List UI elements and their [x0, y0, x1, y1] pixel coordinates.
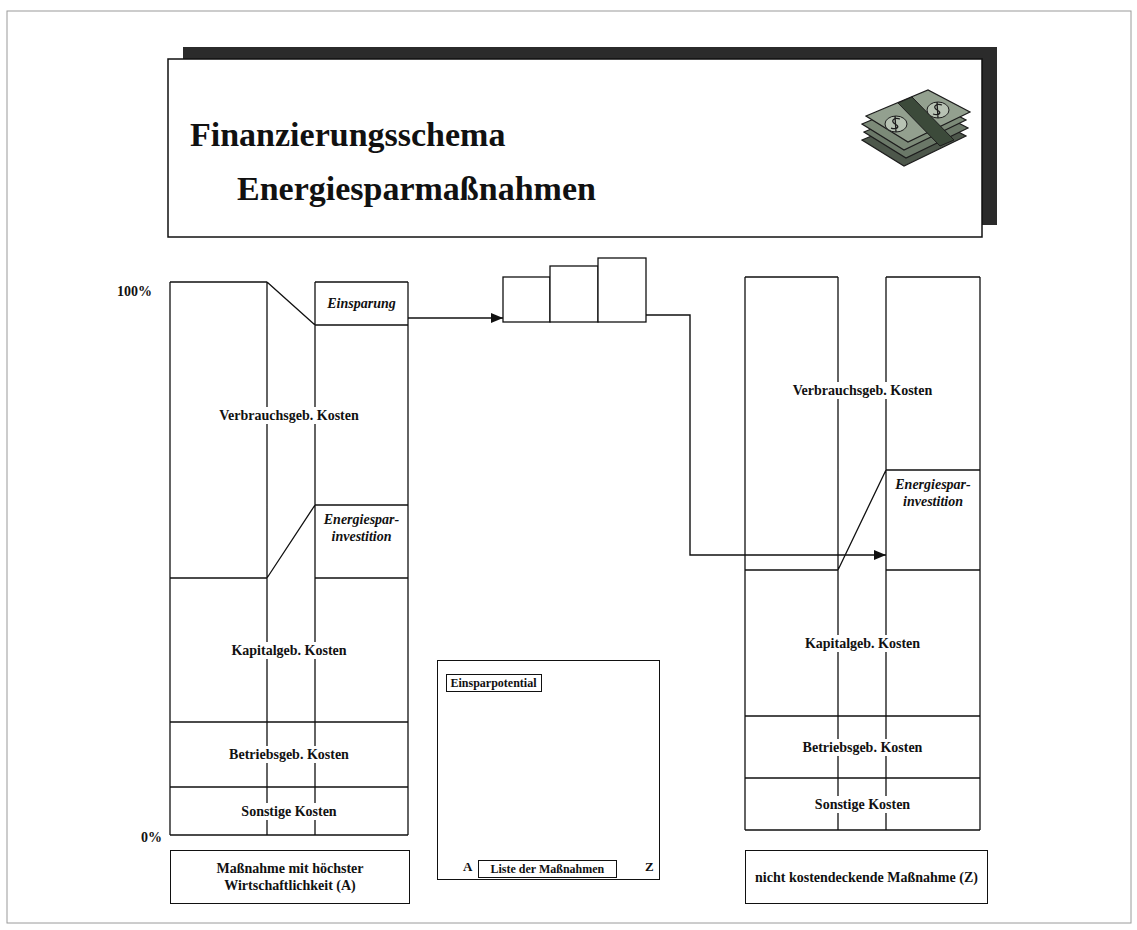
inset-box: A Z EinsparpotentialListe der Maßnahmen [437, 660, 660, 880]
flow-arrow [408, 315, 886, 555]
money-icon [862, 90, 970, 166]
investment-segment: Energiespar- investition [886, 470, 980, 570]
percent-label: 100% [96, 283, 152, 300]
cost-segment: Sonstige Kosten [745, 778, 980, 830]
coin-mark [885, 116, 907, 132]
title-frame [168, 59, 982, 237]
arrow-line [408, 317, 503, 318]
segment-label: Verbrauchsgeb. Kosten [216, 407, 362, 424]
title-text: Finanzierungsschema Energiesparmaßnahmen [190, 108, 697, 216]
axis-letter: A [463, 859, 472, 875]
axis-letter: Z [645, 859, 654, 875]
cost-segment: Kapitalgeb. Kosten [745, 570, 980, 716]
segment-label: nicht kostendeckende Maßnahme (Z) [755, 869, 978, 886]
cost-segment: Kapitalgeb. Kosten [170, 578, 408, 722]
cost-segment: Verbrauchsgeb. Kosten [170, 325, 408, 505]
percent-label: 0% [106, 829, 162, 846]
cost-bars-left [170, 282, 408, 835]
segment-label: Betriebsgeb. Kosten [226, 746, 352, 763]
segment-label: Einsparpotential [451, 676, 537, 690]
savings-block [503, 277, 550, 322]
dollar-mark [891, 116, 900, 132]
segment-label: Kapitalgeb. Kosten [802, 635, 923, 652]
caption-box: Maßnahme mit höchster Wirtschaftlichkeit… [170, 850, 410, 904]
savings-block [598, 258, 646, 322]
savings-block [550, 266, 598, 322]
axis-label-box: Einsparpotential [446, 674, 542, 692]
axis-label-box: Liste der Maßnahmen [478, 860, 618, 878]
cost-segment: Betriebsgeb. Kosten [745, 716, 980, 778]
segment-label: Verbrauchsgeb. Kosten [790, 382, 936, 399]
cost-segment: Verbrauchsgeb. Kosten [745, 310, 980, 470]
savings-segment: Einsparung [315, 282, 408, 325]
coin-mark [927, 102, 949, 118]
segment-label: Maßnahme mit höchster Wirtschaftlichkeit… [173, 860, 407, 894]
segment-label: Sonstige Kosten [812, 796, 913, 813]
cost-segment: Betriebsgeb. Kosten [170, 722, 408, 787]
segment-label: Einsparung [327, 295, 395, 312]
investment-segment: Energiespar- investition [315, 505, 408, 578]
segment-label: Liste der Maßnahmen [491, 862, 605, 876]
segment-label: Energiespar- investition [317, 511, 406, 545]
dollar-mark [933, 102, 942, 118]
caption-box: nicht kostendeckende Maßnahme (Z) [745, 850, 988, 904]
cost-bars-right [745, 277, 980, 830]
page-frame [7, 11, 1131, 923]
segment-label: Kapitalgeb. Kosten [228, 642, 349, 659]
segment-label: Betriebsgeb. Kosten [800, 739, 926, 756]
segment-label: Energiespar- investition [888, 476, 978, 510]
cost-segment: Sonstige Kosten [170, 787, 408, 835]
segment-label: Sonstige Kosten [238, 803, 339, 820]
arrow-line [646, 315, 886, 555]
